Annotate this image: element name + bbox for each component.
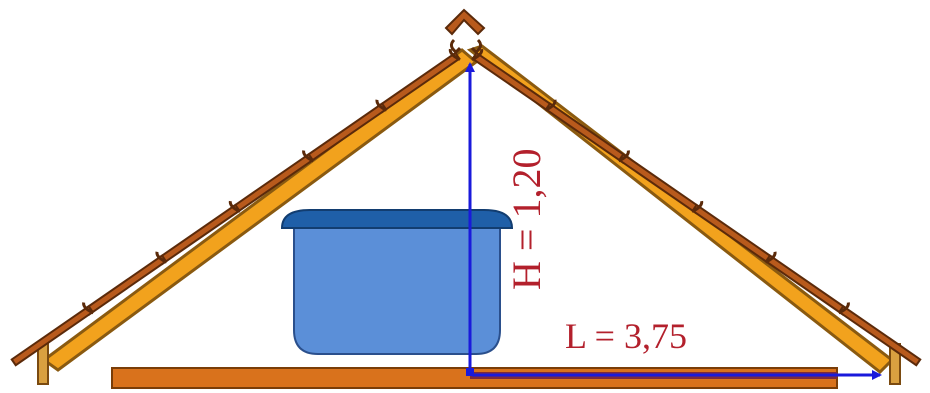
tile-hook [155, 251, 168, 264]
length-label: L = 3,75 [565, 316, 687, 356]
right-roof-tiles [471, 48, 922, 367]
tile-hook [838, 302, 850, 315]
tile-hook [471, 48, 484, 61]
roof-tile [617, 152, 702, 215]
water-tank-lid [280, 209, 514, 229]
roof-tile [837, 304, 922, 367]
height-label: H = 1,20 [504, 149, 549, 290]
tile-hook [375, 99, 388, 112]
ridge-cap [444, 8, 486, 36]
left-roof-tiles [10, 48, 461, 367]
roof-tile [544, 102, 629, 164]
tile-hook [618, 150, 630, 163]
tile-hook [448, 48, 461, 61]
water-tank-body [293, 225, 501, 355]
ridge-hook-left [449, 38, 462, 54]
tile-hook [691, 200, 704, 213]
tile-hook [764, 251, 777, 264]
ridge-hook-right [470, 38, 483, 54]
tile-hook [228, 200, 241, 213]
tile-hook [302, 150, 314, 163]
dimension-origin-marker [466, 368, 474, 376]
left-rafter [41, 48, 479, 372]
tile-hook [544, 99, 557, 112]
roof-tile [471, 51, 555, 114]
tile-hook [82, 302, 94, 315]
roof-tile [10, 304, 95, 367]
